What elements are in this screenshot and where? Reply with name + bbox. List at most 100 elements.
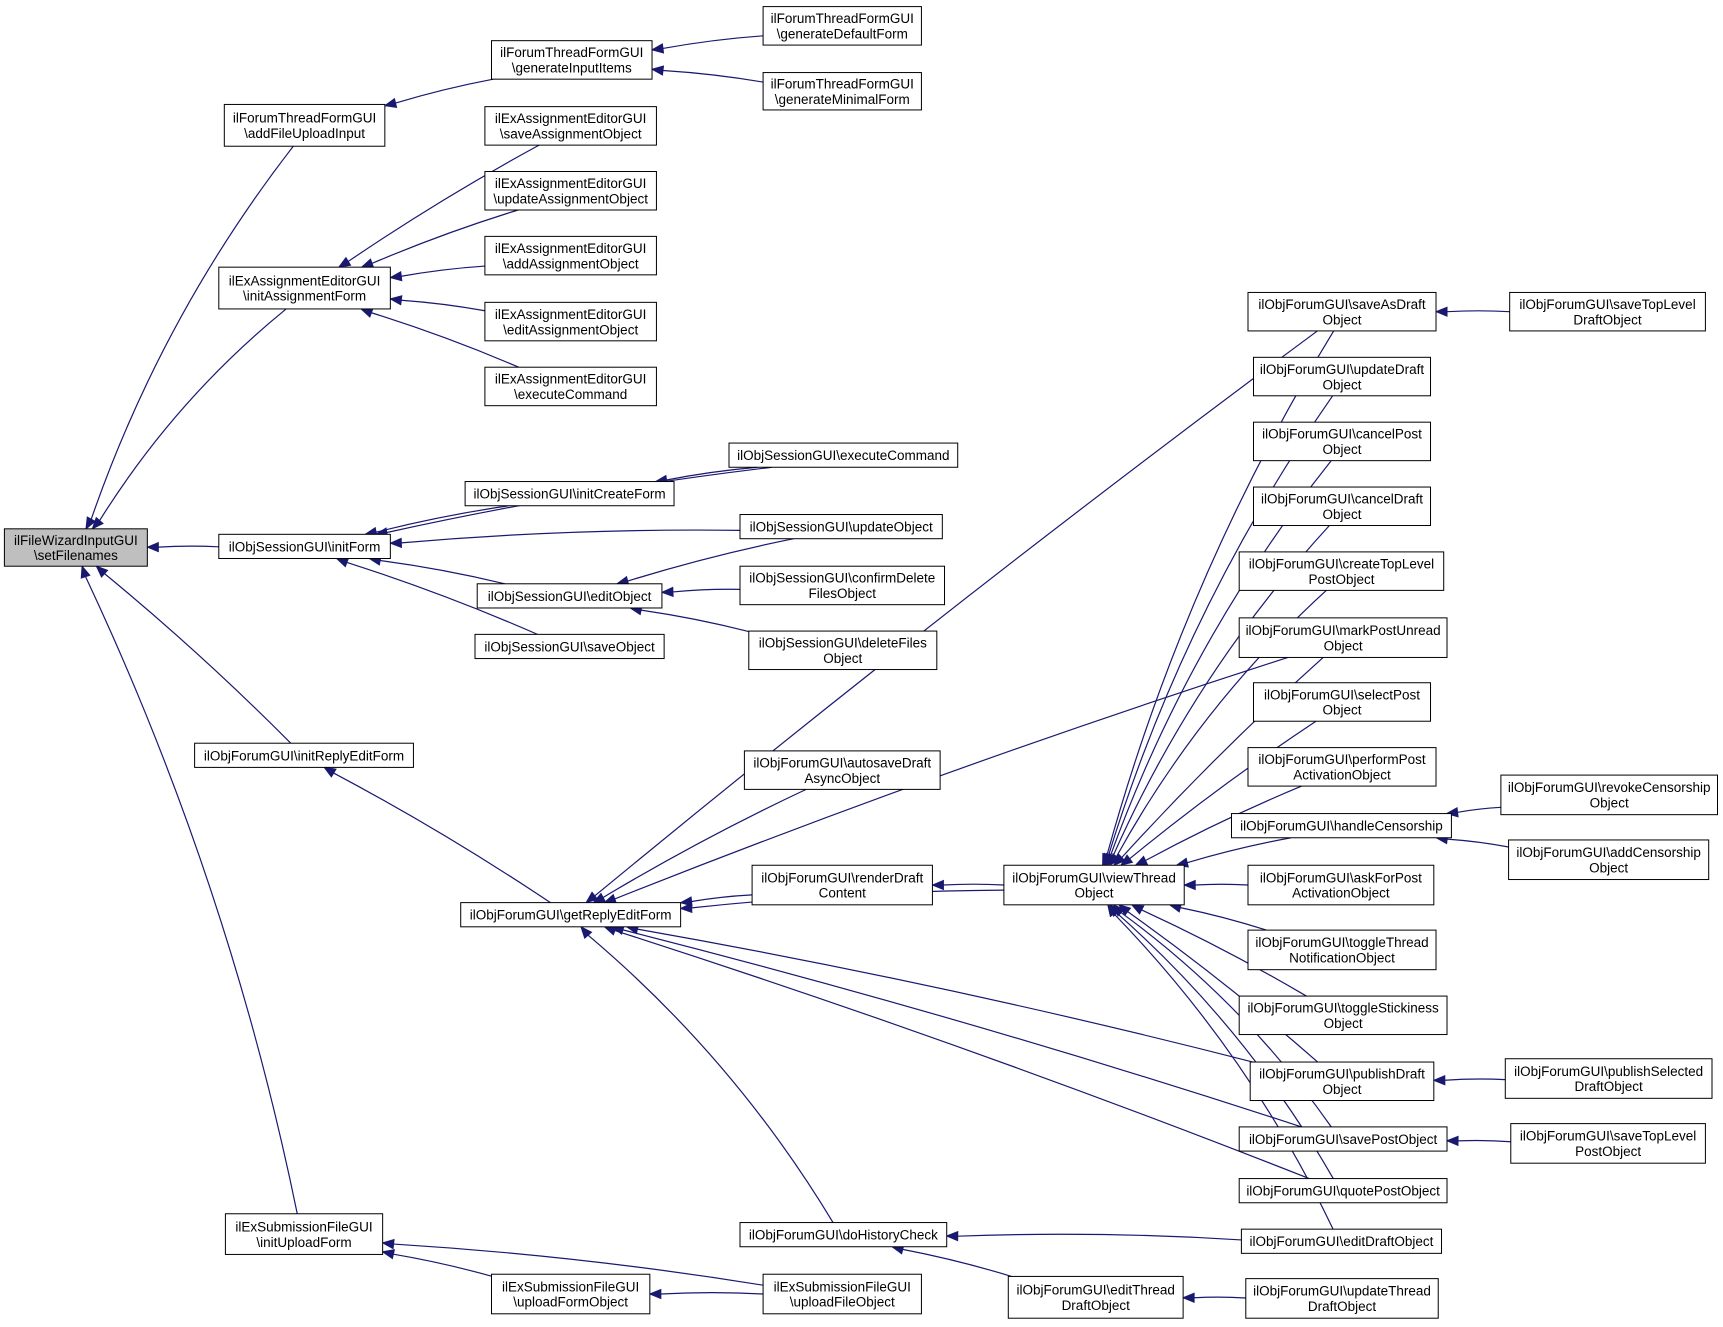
node-label-line: ilObjForumGUI\publishSelected [1514,1064,1703,1079]
node-label-line: DraftObject [1573,312,1642,327]
node-ilobjsessiongui-executecommand[interactable]: ilObjSessionGUI\executeCommand [728,442,959,468]
node-ilexassignmenteditorgui-addassignmentobject[interactable]: ilExAssignmentEditorGUI\addAssignmentObj… [484,235,657,276]
node-ilexassignmenteditorgui-editassignmentobject[interactable]: ilExAssignmentEditorGUI\editAssignmentOb… [484,301,657,342]
node-ilfilewizardinputgui-setfilenames[interactable]: ilFileWizardInputGUI\setFilenames [3,528,148,567]
node-label-line: ilObjSessionGUI\confirmDelete [749,571,935,586]
node-box [1247,747,1437,787]
node-label-line: \initAssignmentForm [243,289,366,304]
edge-n23-to-n22 [931,879,1004,891]
node-ilobjforumgui-editdraftobject[interactable]: ilObjForumGUI\editDraftObject [1240,1228,1443,1254]
arrowhead [1107,903,1119,918]
edge-n9-to-n5 [389,295,486,312]
node-ilobjsessiongui-editobject[interactable]: ilObjSessionGUI\editObject [476,583,663,609]
arrowhead [585,891,599,904]
edge-n17-to-n15 [628,605,749,633]
node-label-line: Object [1322,703,1361,718]
node-label-line: \setFilenames [34,548,118,563]
node-ilobjforumgui-savepostobject[interactable]: ilObjForumGUI\savePostObject [1238,1126,1448,1152]
arrowhead [389,270,403,282]
node-ilforumthreadformgui-generatedefaultform[interactable]: ilForumThreadFormGUI\generateDefaultForm [762,6,922,46]
edge-n20-to-n19 [323,766,551,904]
node-ilobjforumgui-quotepostobject[interactable]: ilObjForumGUI\quotePostObject [1238,1178,1448,1204]
node-label-line: ilObjForumGUI\viewThread [1012,870,1176,885]
node-label-line: ilForumThreadFormGUI [771,77,914,92]
node-box [223,103,386,147]
arrowhead [381,1238,395,1250]
node-ilexassignmenteditorgui-saveassignmentobject[interactable]: ilExAssignmentEditorGUI\saveAssignmentOb… [484,106,657,146]
arrowhead [679,896,693,907]
edge-n49-to-n48 [381,1249,492,1277]
node-box [1247,929,1437,971]
node-ilforumthreadformgui-generateinputitems[interactable]: ilForumThreadFormGUI\generateInputItems [491,40,653,80]
node-box [762,1273,922,1315]
node-label-line: \initUploadForm [256,1235,351,1250]
arrowhead [337,256,352,268]
node-ilexsubmissionfilegui-inituploadform[interactable]: ilExSubmissionFileGUI\initUploadForm [224,1213,384,1255]
node-box [491,1273,651,1315]
node-label-line: ActivationObject [1292,886,1390,901]
node-label-line: ilObjForumGUI\selectPost [1264,687,1420,702]
node-ilforumthreadformgui-generateminimalform[interactable]: ilForumThreadFormGUI\generateMinimalForm [762,72,922,111]
nodes-layer: ilFileWizardInputGUI\setFilenames ilForum… [3,6,1719,1319]
node-label-line: ilObjForumGUI\savePostObject [1249,1132,1438,1147]
node-ilobjforumgui-handlecensorship[interactable]: ilObjForumGUI\handleCensorship [1230,813,1452,839]
node-label-line: ilExAssignmentEditorGUI [495,241,647,256]
node-ilobjforumgui-dohistorycheck[interactable]: ilObjForumGUI\doHistoryCheck [739,1222,948,1248]
node-ilobjsessiongui-initform[interactable]: ilObjSessionGUI\initForm [218,533,391,560]
node-ilexsubmissionfilegui-uploadfileobject[interactable]: ilExSubmissionFileGUI\uploadFileObject [762,1273,922,1315]
node-ilobjsessiongui-saveobject[interactable]: ilObjSessionGUI\saveObject [474,633,665,660]
edge-n45-to-n44 [945,1230,1242,1242]
node-box [1238,1126,1448,1152]
edge-n33-to-n23 [1175,837,1292,868]
node-box [1509,291,1706,332]
node-label-line: \generateInputItems [512,61,632,76]
node-label-line: ilForumThreadFormGUI [771,11,914,26]
node-label-line: ilObjForumGUI\toggleStickiness [1247,1001,1439,1016]
node-box [743,750,941,790]
node-ilobjforumgui-initreplyeditform[interactable]: ilObjForumGUI\initReplyEditForm [194,742,414,768]
node-ilexsubmissionfilegui-uploadformobject[interactable]: ilExSubmissionFileGUI\uploadFormObject [491,1273,651,1315]
node-box [1007,1275,1184,1319]
node-label-line: \generateDefaultForm [777,27,908,42]
node-ilexassignmenteditorgui-initassignmentform[interactable]: ilExAssignmentEditorGUI\initAssignmentFo… [218,266,391,310]
node-label-line: ilObjForumGUI\publishDraft [1259,1067,1425,1082]
node-ilexassignmenteditorgui-executecommand[interactable]: ilExAssignmentEditorGUI\executeCommand [484,366,657,407]
node-ilexassignmenteditorgui-updateassignmentobject[interactable]: ilExAssignmentEditorGUI\updateAssignment… [484,171,657,211]
node-ilobjforumgui-togglethread-notificationobject[interactable]: ilObjForumGUI\toggleThreadNotificationOb… [1247,929,1437,971]
node-box [1230,813,1452,839]
node-ilforumthreadformgui-addfileuploadinput[interactable]: ilForumThreadFormGUI\addFileUploadInput [223,103,386,147]
node-ilobjforumgui-performpost-activationobject[interactable]: ilObjForumGUI\performPostActivationObjec… [1247,747,1437,787]
node-ilobjsessiongui-updateobject[interactable]: ilObjSessionGUI\updateObject [739,514,943,540]
node-label-line: ilObjForumGUI\askForPost [1260,870,1422,885]
node-ilobjsessiongui-initcreateform[interactable]: ilObjSessionGUI\initCreateForm [464,481,675,507]
node-label-line: ilObjForumGUI\cancelDraft [1261,492,1423,507]
node-label-line: PostObject [1308,572,1374,587]
node-label-line: FilesObject [808,586,876,601]
node-ilobjforumgui-getreplyeditform[interactable]: ilObjForumGUI\getReplyEditForm [460,902,682,928]
node-label-line: ilObjSessionGUI\executeCommand [737,448,949,463]
node-label-line: DraftObject [1062,1298,1131,1313]
node-label-line: ilObjForumGUI\addCensorship [1516,845,1701,860]
